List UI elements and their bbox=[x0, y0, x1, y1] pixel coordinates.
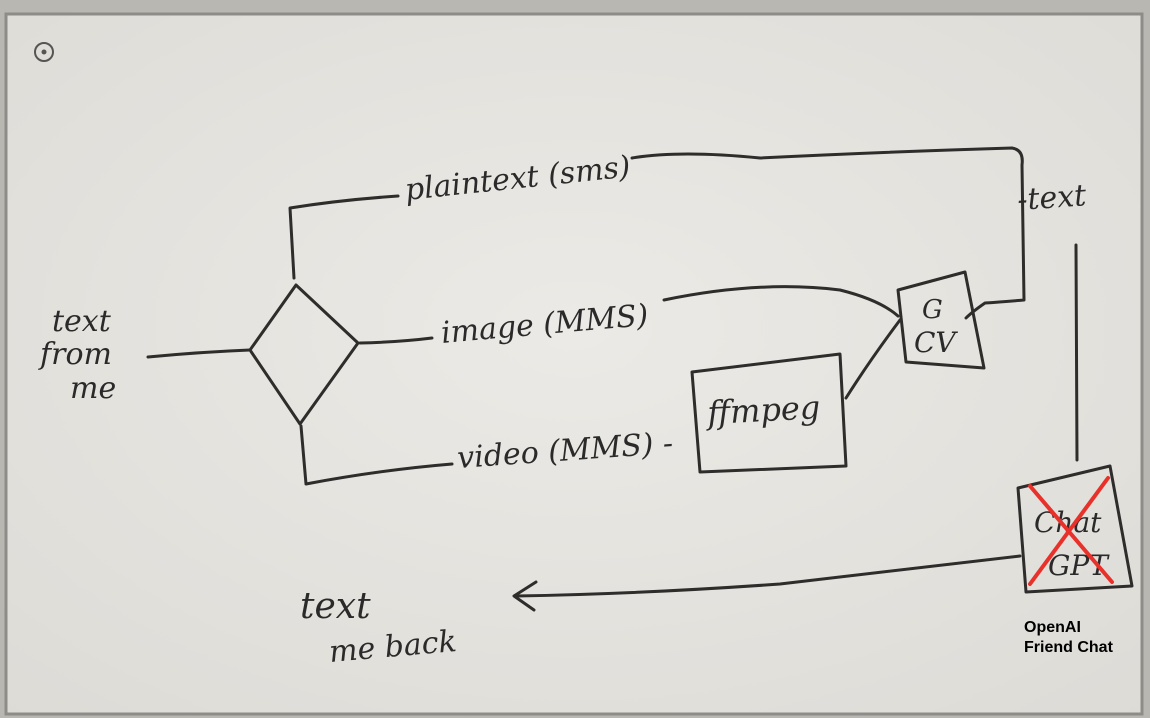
diagram-caption: OpenAI Friend Chat bbox=[1024, 618, 1113, 658]
input-label-line1: text bbox=[52, 304, 112, 339]
ffmpeg-label: ffmpeg bbox=[704, 388, 821, 432]
gcv-label-line1: G bbox=[922, 295, 943, 325]
plaintext-branch-line bbox=[288, 194, 400, 280]
cross-out-icon bbox=[1028, 476, 1114, 586]
caption-line1: OpenAI bbox=[1024, 619, 1081, 636]
image-branch-line bbox=[358, 336, 434, 345]
input-connector bbox=[146, 348, 252, 359]
decision-diamond bbox=[248, 283, 360, 426]
caption-line2: Friend Chat bbox=[1024, 639, 1113, 656]
image-to-gcv-line bbox=[662, 285, 900, 318]
corner-mark-icon bbox=[34, 42, 54, 62]
chatgpt-box bbox=[1016, 464, 1134, 594]
input-label-line2: from bbox=[38, 337, 112, 372]
return-arrow-line bbox=[514, 554, 1022, 598]
video-branch-line bbox=[299, 424, 454, 486]
gcv-label-line2: CV bbox=[914, 326, 958, 359]
arrowhead-icon bbox=[512, 580, 538, 612]
input-label-line3: me bbox=[70, 371, 116, 406]
output-label-line1: text bbox=[300, 586, 371, 627]
whiteboard-surface bbox=[4, 12, 1144, 716]
gcv-box bbox=[896, 270, 986, 370]
ffmpeg-to-gcv-line bbox=[844, 318, 902, 400]
ffmpeg-box bbox=[690, 352, 848, 474]
text-label: -text bbox=[1016, 178, 1088, 218]
text-to-chatgpt-line bbox=[1074, 243, 1079, 462]
plaintext-to-text-line bbox=[630, 146, 1026, 320]
chatgpt-label-line2: GPT bbox=[1048, 549, 1110, 582]
